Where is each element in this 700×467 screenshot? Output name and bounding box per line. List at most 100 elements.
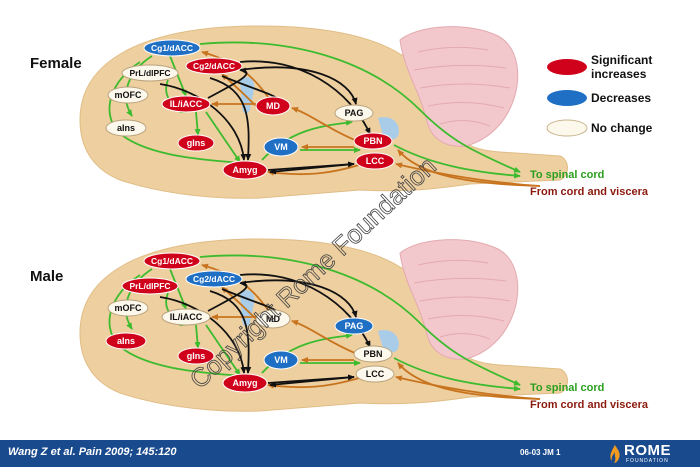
region-label-lcc: LCC: [366, 156, 385, 166]
black-path: [207, 280, 248, 312]
region-node-ains: aIns: [105, 119, 147, 137]
green-path: [125, 55, 153, 117]
region-label-cg2: Cg2/dACC: [193, 61, 235, 71]
from-cord-label: From cord and viscera: [530, 399, 649, 411]
black-path: [269, 163, 355, 175]
green-spinal-path: [393, 144, 521, 179]
legend-increase-line2: increases: [591, 67, 647, 81]
legend: Significant increases Decreases No chang…: [546, 53, 653, 137]
flame-icon: [610, 445, 620, 463]
circuit-diagram: Significant increases Decreases No chang…: [30, 25, 653, 412]
region-node-pag: PAG: [334, 317, 374, 335]
orange-ascending-path: [395, 162, 541, 187]
black-path: [159, 83, 247, 161]
green-path: [194, 111, 201, 136]
cerebellum: [399, 26, 519, 147]
region-node-lcc: LCC: [355, 365, 395, 383]
region-node-cg1: Cg1/dACC: [143, 252, 201, 270]
green-path: [194, 324, 201, 349]
to-spinal-cord-label: To spinal cord: [530, 382, 604, 394]
cerebellum: [399, 239, 519, 360]
green-spinal-path: [393, 357, 521, 392]
black-path: [209, 290, 252, 374]
region-node-cg2: Cg2/dACC: [185, 270, 243, 288]
to-spinal-cord-label: To spinal cord: [530, 169, 604, 181]
black-path: [209, 77, 252, 161]
black-path: [269, 376, 355, 388]
region-node-ains: aIns: [105, 332, 147, 350]
legend-nochange-swatch: [546, 119, 588, 137]
rome-foundation-logo: ROME FOUNDATION: [604, 442, 700, 467]
region-label-pbn: PBN: [363, 349, 382, 359]
region-node-md: MD: [255, 96, 291, 116]
region-label-mofc: mOFC: [115, 303, 143, 313]
region-node-pag: PAG: [334, 104, 374, 122]
legend-increase-line1: Significant: [591, 53, 652, 67]
region-node-amyg: Amyg: [222, 373, 268, 393]
panel-title: Male: [30, 268, 63, 285]
region-label-il: IL/iACC: [170, 99, 203, 109]
green-descending-path: [199, 41, 521, 173]
orange-path: [291, 320, 356, 354]
region-node-mofc: mOFC: [107, 299, 149, 317]
region-node-cg1: Cg1/dACC: [143, 39, 201, 57]
region-node-il: IL/iACC: [161, 308, 211, 326]
orange-ascending-path: [395, 375, 541, 400]
logo-sub: FOUNDATION: [626, 458, 669, 464]
black-path: [159, 296, 247, 374]
region-label-gins: gIns: [187, 351, 206, 361]
black-path: [207, 67, 248, 99]
region-label-gins: gIns: [187, 138, 206, 148]
region-node-md: MD: [255, 309, 291, 329]
region-node-gins: gIns: [177, 134, 215, 152]
region-node-prl: PrL/dlPFC: [121, 277, 179, 295]
slide-footer: Wang Z et al. Pain 2009; 145:120 06-03 J…: [0, 440, 700, 467]
legend-increase-swatch: [547, 59, 587, 75]
region-label-mofc: mOFC: [115, 90, 143, 100]
green-path: [205, 111, 241, 163]
orange-ascending-path: [397, 362, 541, 400]
black-path: [239, 66, 358, 105]
green-path: [125, 268, 153, 330]
region-node-pbn: PBN: [353, 345, 393, 363]
region-label-ains: aIns: [117, 336, 135, 346]
from-cord-label: From cord and viscera: [530, 186, 649, 198]
region-node-gins: gIns: [177, 347, 215, 365]
region-node-il: IL/iACC: [161, 95, 211, 113]
region-label-cg2: Cg2/dACC: [193, 274, 235, 284]
orange-ascending-path: [397, 149, 541, 187]
region-label-amyg: Amyg: [232, 378, 257, 388]
region-label-ains: aIns: [117, 123, 135, 133]
region-node-cg2: Cg2/dACC: [185, 57, 243, 75]
region-label-pag: PAG: [345, 321, 364, 331]
region-label-prl: PrL/dlPFC: [129, 68, 170, 78]
slide-code: 06-03 JM 1: [520, 448, 561, 457]
region-node-amyg: Amyg: [222, 160, 268, 180]
legend-nochange-label: No change: [591, 121, 653, 135]
green-descending-path: [199, 254, 521, 386]
region-label-cg1: Cg1/dACC: [151, 256, 193, 266]
black-path: [239, 279, 358, 318]
region-label-md: MD: [266, 101, 280, 111]
region-label-pag: PAG: [345, 108, 364, 118]
region-label-amyg: Amyg: [232, 165, 257, 175]
orange-path: [291, 107, 356, 141]
region-label-md: MD: [266, 314, 280, 324]
region-label-pbn: PBN: [363, 136, 382, 146]
female-panel: FemaleCg1/dACCCg2/dACCPrL/dlPFCmOFCIL/iA…: [30, 25, 649, 199]
region-label-prl: PrL/dlPFC: [129, 281, 170, 291]
logo-word: ROME: [624, 442, 671, 459]
region-node-vm: VM: [263, 350, 299, 370]
region-node-pbn: PBN: [353, 132, 393, 150]
region-label-lcc: LCC: [366, 369, 385, 379]
region-node-lcc: LCC: [355, 152, 395, 170]
region-label-vm: VM: [274, 355, 288, 365]
citation: Wang Z et al. Pain 2009; 145:120: [8, 446, 177, 458]
green-path: [205, 324, 241, 376]
region-node-prl: PrL/dlPFC: [121, 64, 179, 82]
region-label-cg1: Cg1/dACC: [151, 43, 193, 53]
region-label-vm: VM: [274, 142, 288, 152]
